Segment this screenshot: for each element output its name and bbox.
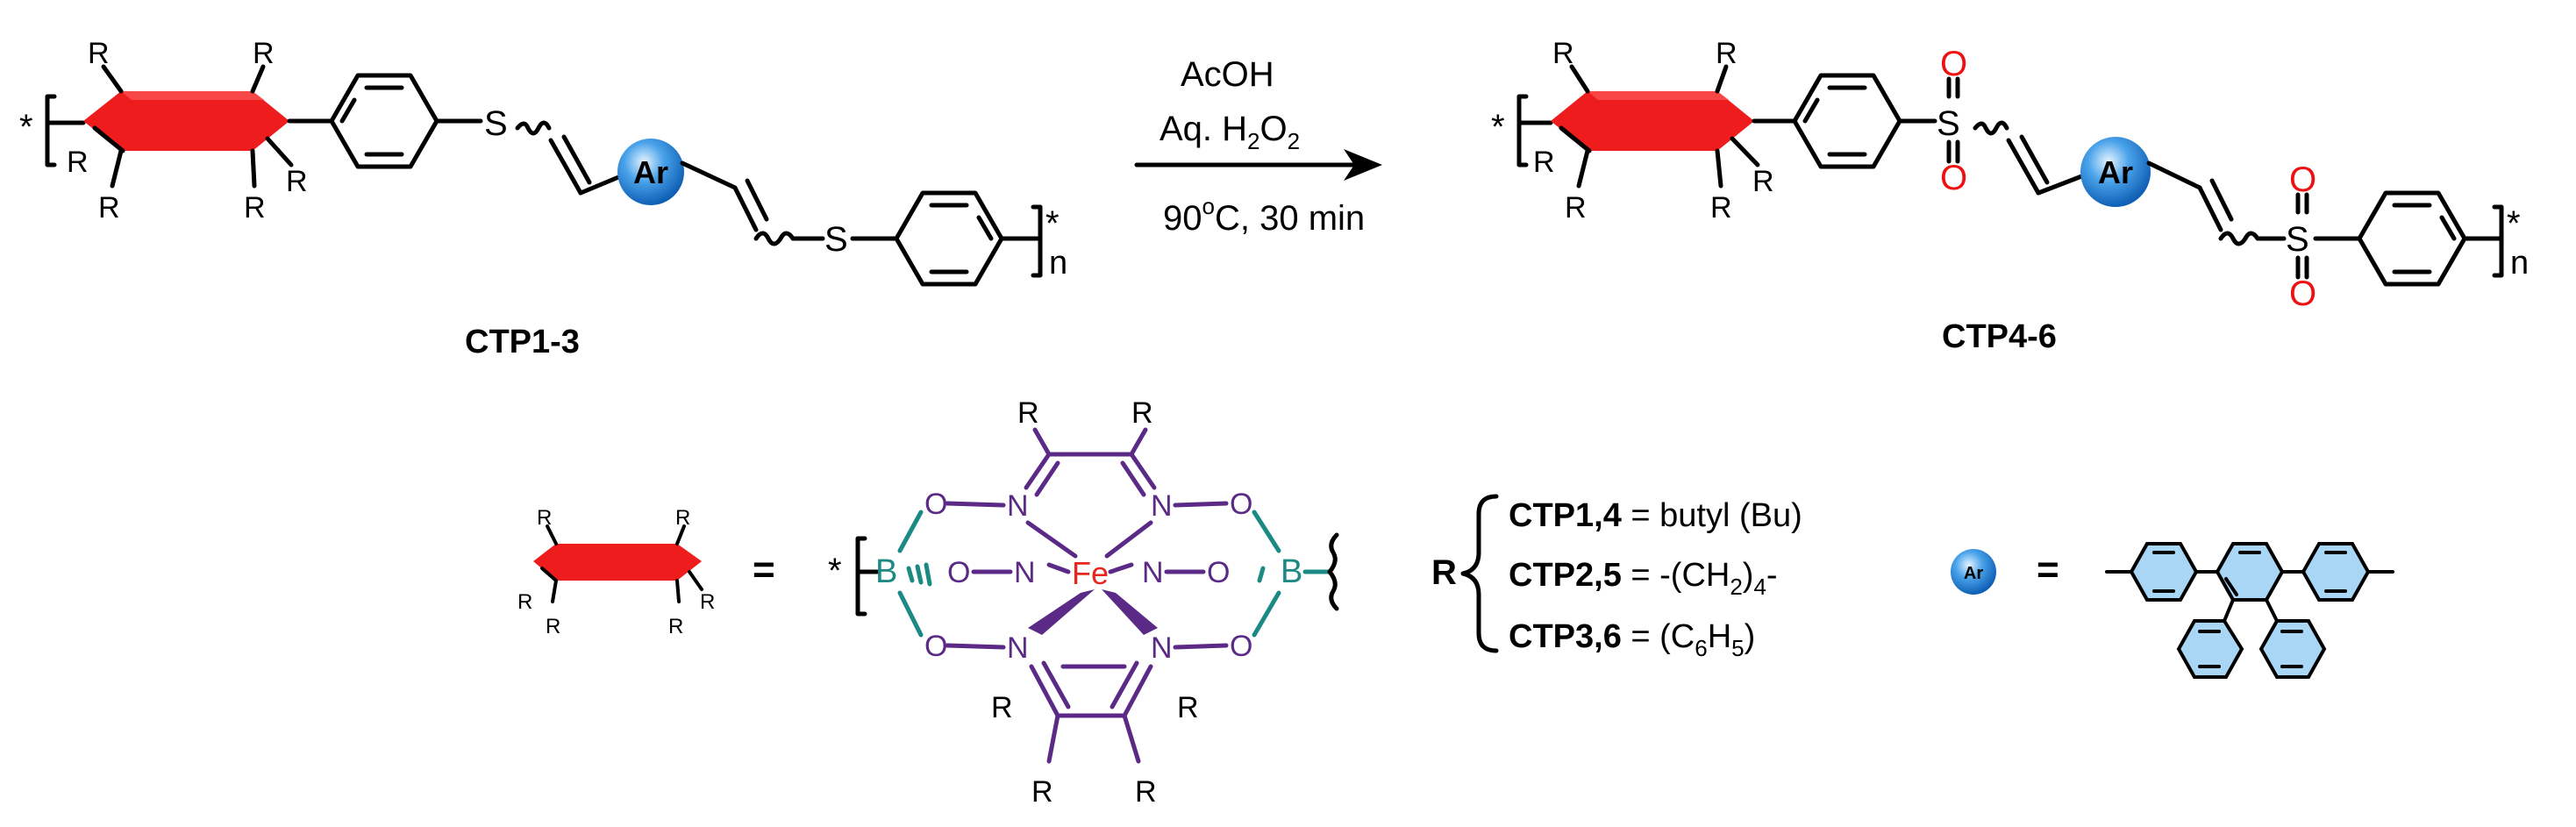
r-label: R (253, 37, 275, 70)
iron-atom: Fe (1072, 555, 1109, 591)
r-label: R (1131, 396, 1153, 430)
ar-label: Ar (633, 154, 668, 190)
bracket-right (1031, 204, 1043, 278)
product-label: CTP4-6 (1942, 318, 2057, 355)
oxygen-atom: O (1207, 556, 1230, 589)
curly-brace (1460, 494, 1499, 653)
r-label: R (700, 590, 715, 614)
r-label: R (537, 506, 552, 530)
nitrogen-atom: N (1014, 556, 1036, 589)
wavy-bond (515, 120, 552, 136)
phenyl-ring (2176, 619, 2244, 679)
ar-group-ball-small (1951, 549, 1996, 595)
nitrogen-atom: N (1142, 556, 1164, 589)
r-label: R (1710, 191, 1732, 225)
ar-group-ball (2080, 137, 2151, 207)
r-label: R (991, 691, 1013, 724)
cage-legend: R R R R R R = (517, 506, 775, 638)
ar-label: Ar (1964, 564, 1983, 583)
oxygen-atom: O (1940, 159, 1967, 197)
r-label: R (1716, 37, 1738, 70)
equals-sign: = (2037, 548, 2059, 591)
r-label: R (98, 191, 120, 225)
star-left: * (1491, 108, 1505, 146)
repeat-n: n (2510, 245, 2529, 282)
cage-hexagon (1551, 91, 1754, 151)
oxygen-atom: O (1230, 488, 1252, 521)
r-label: R (668, 615, 683, 638)
r-label: R (244, 191, 266, 225)
wedge-bond (1102, 589, 1158, 635)
r-label: R (517, 590, 532, 614)
wavy-bond (1327, 532, 1339, 611)
boron-atom: B (875, 553, 897, 590)
bracket-left (45, 94, 57, 168)
wedge-bond (1028, 589, 1095, 635)
star-right: * (1045, 204, 1060, 243)
phenyl-ring (2258, 619, 2327, 679)
oxygen-atom: O (1230, 630, 1252, 663)
equals-sign: = (753, 548, 775, 591)
sulfur-atom: S (824, 220, 848, 259)
reaction-arrow (1134, 149, 1382, 181)
r-definition-3: CTP3,6 = (C6H5) (1509, 618, 1755, 661)
r-definition-2: CTP2,5 = -(CH2)4- (1509, 557, 1778, 600)
star-left: * (19, 108, 33, 146)
wavy-bond (753, 231, 796, 246)
ar-group-ball (617, 139, 684, 205)
r-label: R (546, 615, 560, 638)
r-definition-1: CTP1,4 = butyl (Bu) (1509, 497, 1802, 534)
reagent-acoh: AcOH (1181, 55, 1274, 94)
clathrochelate-structure: * B B O O O O O O N N N N N N (828, 396, 1339, 809)
product-structure: * R R R R R R S O O Ar (1491, 37, 2529, 313)
sulfur-atom: S (2286, 220, 2309, 259)
repeat-n: n (1049, 245, 1067, 282)
oxygen-atom: O (2289, 274, 2316, 313)
r-label: R (1177, 691, 1199, 724)
star-left: * (828, 552, 842, 590)
sulfur-atom: S (484, 104, 508, 143)
r-symbol: R (1431, 553, 1457, 592)
r-label: R (286, 165, 308, 198)
nitrogen-atom: N (1007, 631, 1029, 665)
nitrogen-atom: N (1151, 489, 1173, 523)
r-definitions: R CTP1,4 = butyl (Bu) CTP2,5 = -(CH2)4- … (1431, 494, 1802, 661)
boron-atom: B (1281, 553, 1302, 590)
r-label: R (675, 506, 690, 530)
terphenyl-structure (2105, 542, 2394, 679)
ar-label: Ar (2098, 154, 2133, 190)
r-label: R (1017, 396, 1039, 430)
oxygen-atom: O (924, 630, 947, 663)
oxygen-atom: O (2289, 160, 2316, 199)
reaction-condition: 90oC, 30 min (1163, 193, 1365, 238)
r-label: R (1565, 191, 1587, 225)
r-label: R (1031, 775, 1053, 809)
sulfur-atom: S (1937, 104, 1960, 143)
oxygen-atom: O (924, 488, 947, 521)
r-label: R (1552, 37, 1574, 70)
r-label: R (1752, 165, 1774, 198)
r-label: R (88, 37, 110, 70)
cage-hexagon-small (533, 544, 702, 581)
reactant-label: CTP1-3 (465, 324, 580, 360)
cage-hexagon (83, 91, 289, 151)
nitrogen-atom: N (1007, 489, 1029, 523)
r-label: R (1533, 146, 1555, 179)
star-right: * (2507, 204, 2521, 243)
oxygen-atom: O (947, 556, 970, 589)
ar-legend: Ar = (1951, 548, 2059, 595)
reactant-structure: * R R R R R R S Ar S (19, 37, 1067, 287)
r-label: R (1135, 775, 1157, 809)
reagent-h2o2: Aq. H2O2 (1160, 110, 1300, 154)
oxygen-atom: O (1940, 45, 1967, 83)
nitrogen-atom: N (1151, 631, 1173, 665)
r-label: R (67, 146, 89, 179)
